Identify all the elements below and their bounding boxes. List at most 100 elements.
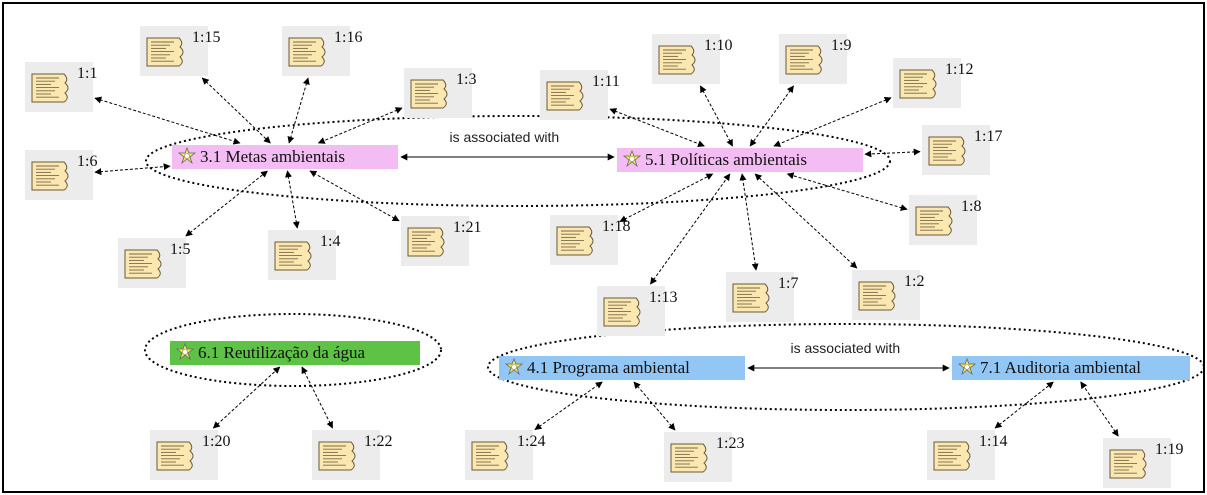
quotation-label: 1:9: [831, 37, 852, 54]
document-icon: [785, 45, 827, 75]
quotation-node[interactable]: 1:7: [726, 272, 798, 322]
quotation-label: 1:14: [979, 433, 1008, 450]
document-icon: [670, 443, 712, 473]
quotation-label: 1:10: [704, 37, 733, 54]
quotation-node[interactable]: 1:13: [597, 286, 677, 336]
document-icon: [31, 73, 73, 103]
document-icon: [933, 441, 975, 471]
document-icon: [288, 37, 330, 67]
highlight-ellipse: [145, 115, 891, 207]
document-icon: [928, 136, 970, 166]
code-label: 3.1 Metas ambientais: [200, 147, 345, 166]
quotation-node[interactable]: 1:17: [922, 125, 1002, 175]
code-label: 6.1 Reutilização da água: [198, 343, 366, 362]
quotation-link: [786, 172, 908, 211]
highlight-ellipse: [487, 323, 1205, 411]
quotation-node[interactable]: 1:23: [664, 432, 744, 482]
code-label: 7.1 Auditoria ambiental: [980, 358, 1141, 377]
code-label: 4.1 Programa ambiental: [527, 358, 690, 377]
quotation-link: [301, 366, 333, 429]
quotation-label: 1:19: [1155, 441, 1184, 458]
document-icon: [732, 283, 774, 313]
quotation-label: 1:2: [904, 273, 925, 290]
document-icon: [858, 281, 900, 311]
document-icon: [274, 241, 316, 271]
quotation-label: 1:17: [974, 128, 1003, 145]
quotation-label: 1:11: [592, 73, 620, 90]
quotation-node[interactable]: 1:19: [1103, 438, 1183, 488]
document-icon: [156, 441, 198, 471]
quotation-label: 1:23: [716, 435, 745, 452]
document-icon: [318, 441, 360, 471]
quotation-node[interactable]: 1:9: [779, 34, 851, 84]
quotation-link: [534, 381, 603, 430]
quotation-label: 1:6: [77, 153, 98, 170]
document-icon: [407, 227, 449, 257]
quotation-label: 1:8: [961, 198, 982, 215]
document-icon: [556, 226, 598, 256]
quotation-link: [287, 77, 310, 144]
code-node-6-1[interactable]: 6.1 Reutilização da água: [170, 341, 420, 365]
code-node-3-1[interactable]: 3.1 Metas ambientais: [172, 145, 398, 169]
quotation-link: [212, 366, 281, 429]
quotation-node[interactable]: 1:10: [652, 34, 732, 84]
quotation-link: [309, 170, 400, 222]
code-node-4-1[interactable]: 4.1 Programa ambiental: [499, 356, 745, 380]
code-icon: [175, 342, 195, 361]
document-icon: [124, 249, 166, 279]
quotation-node[interactable]: 1:1: [25, 62, 97, 112]
code-icon: [622, 149, 642, 168]
quotation-label: 1:21: [453, 219, 482, 236]
quotation-label: 1:5: [170, 241, 191, 258]
quotation-link: [201, 77, 271, 144]
quotation-node[interactable]: 1:24: [465, 430, 545, 480]
quotation-node[interactable]: 1:3: [404, 68, 476, 118]
quotation-link: [650, 173, 731, 285]
code-icon: [177, 146, 197, 165]
quotation-node[interactable]: 1:18: [550, 215, 630, 265]
quotation-node[interactable]: 1:2: [852, 270, 924, 320]
quotation-node[interactable]: 1:12: [893, 58, 973, 108]
quotation-link: [754, 173, 858, 269]
document-icon: [546, 81, 588, 111]
quotation-link: [994, 381, 1054, 429]
quotation-label: 1:3: [456, 71, 477, 88]
document-icon: [471, 441, 513, 471]
quotation-node[interactable]: 1:11: [540, 70, 620, 120]
quotation-node[interactable]: 1:16: [282, 26, 362, 76]
quotation-label: 1:15: [192, 29, 221, 46]
quotation-node[interactable]: 1:8: [909, 195, 981, 245]
quotation-node[interactable]: 1:20: [150, 430, 230, 480]
quotation-label: 1:16: [334, 29, 363, 46]
quotation-node[interactable]: 1:14: [927, 430, 1007, 480]
quotation-link: [864, 148, 921, 158]
quotation-node[interactable]: 1:5: [118, 238, 190, 288]
quotation-node[interactable]: 1:6: [25, 150, 97, 200]
quotation-label: 1:7: [778, 275, 799, 292]
quotation-link: [94, 96, 241, 145]
quotation-node[interactable]: 1:4: [268, 230, 340, 280]
quotation-label: 1:22: [364, 433, 393, 450]
relation-label: is associated with: [449, 129, 560, 145]
document-icon: [603, 297, 645, 327]
relation-label: is associated with: [790, 340, 901, 356]
code-node-7-1[interactable]: 7.1 Auditoria ambiental: [952, 356, 1190, 380]
quotation-link: [699, 85, 733, 147]
quotation-node[interactable]: 1:15: [140, 26, 220, 76]
quotation-link: [317, 107, 403, 144]
quotation-label: 1:20: [202, 433, 231, 450]
document-icon: [1109, 449, 1151, 479]
code-node-5-1[interactable]: 5.1 Políticas ambientais: [617, 148, 863, 172]
document-icon: [146, 37, 188, 67]
quotation-label: 1:4: [320, 233, 341, 250]
document-icon: [658, 45, 700, 75]
code-icon: [957, 357, 977, 376]
quotation-link: [739, 173, 759, 271]
quotation-node[interactable]: 1:22: [312, 430, 392, 480]
quotation-node[interactable]: 1:21: [401, 216, 481, 266]
document-icon: [31, 161, 73, 191]
code-icon: [504, 357, 524, 376]
